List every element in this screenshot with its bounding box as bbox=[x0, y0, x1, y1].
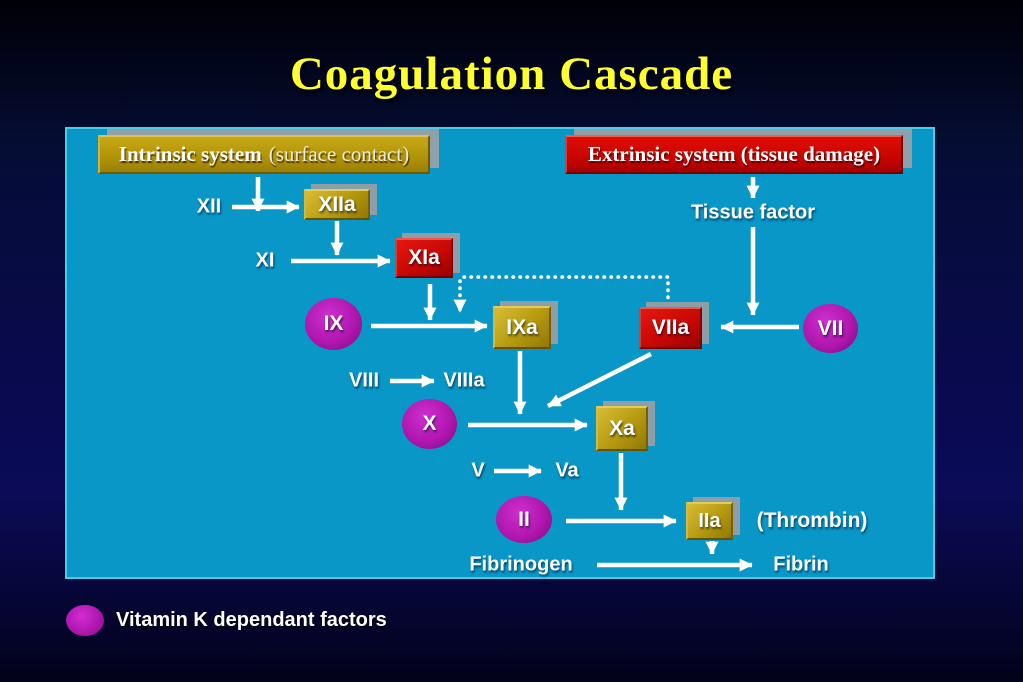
fibrin-label: Fibrin bbox=[773, 553, 829, 576]
slide-title: Coagulation Cascade bbox=[289, 48, 734, 100]
factor-xi-label: XI bbox=[255, 249, 275, 272]
legend: Vitamin K dependant factors bbox=[66, 605, 387, 636]
factor-ii-ellipse: II bbox=[496, 496, 552, 543]
factor-v-label: V bbox=[471, 459, 485, 482]
intrinsic-header-detail-text: (surface contact) bbox=[268, 142, 410, 166]
cascade-panel bbox=[65, 127, 935, 579]
fibrinogen-label: Fibrinogen bbox=[469, 553, 573, 576]
thrombin-label: (Thrombin) bbox=[756, 509, 868, 532]
intrinsic-system-header: Intrinsic system (surface contact) bbox=[98, 135, 430, 174]
factor-x-ellipse: X bbox=[402, 399, 457, 449]
factor-va-label: Va bbox=[555, 459, 579, 482]
factor-iia-box: IIa bbox=[686, 502, 733, 540]
factor-viiia-label: VIIIa bbox=[443, 369, 485, 392]
vitamin-k-ellipse-icon bbox=[66, 605, 104, 636]
legend-label: Vitamin K dependant factors bbox=[116, 609, 387, 631]
factor-vii-ellipse: VII bbox=[803, 304, 858, 353]
tissue-factor-label: Tissue factor bbox=[690, 201, 816, 224]
factor-xiia-box: XIIa bbox=[304, 189, 370, 220]
factor-viia-box: VIIa bbox=[639, 307, 702, 349]
factor-ixa-box: IXa bbox=[493, 306, 551, 349]
extrinsic-system-header: Extrinsic system (tissue damage) bbox=[565, 135, 903, 174]
factor-xia-box: XIa bbox=[395, 238, 453, 278]
factor-xii-label: XII bbox=[196, 195, 222, 218]
factor-viii-label: VIII bbox=[348, 369, 380, 392]
intrinsic-header-bold-text: Intrinsic system bbox=[118, 142, 262, 166]
factor-xa-box: Xa bbox=[596, 406, 648, 451]
factor-ix-ellipse: IX bbox=[305, 298, 362, 350]
